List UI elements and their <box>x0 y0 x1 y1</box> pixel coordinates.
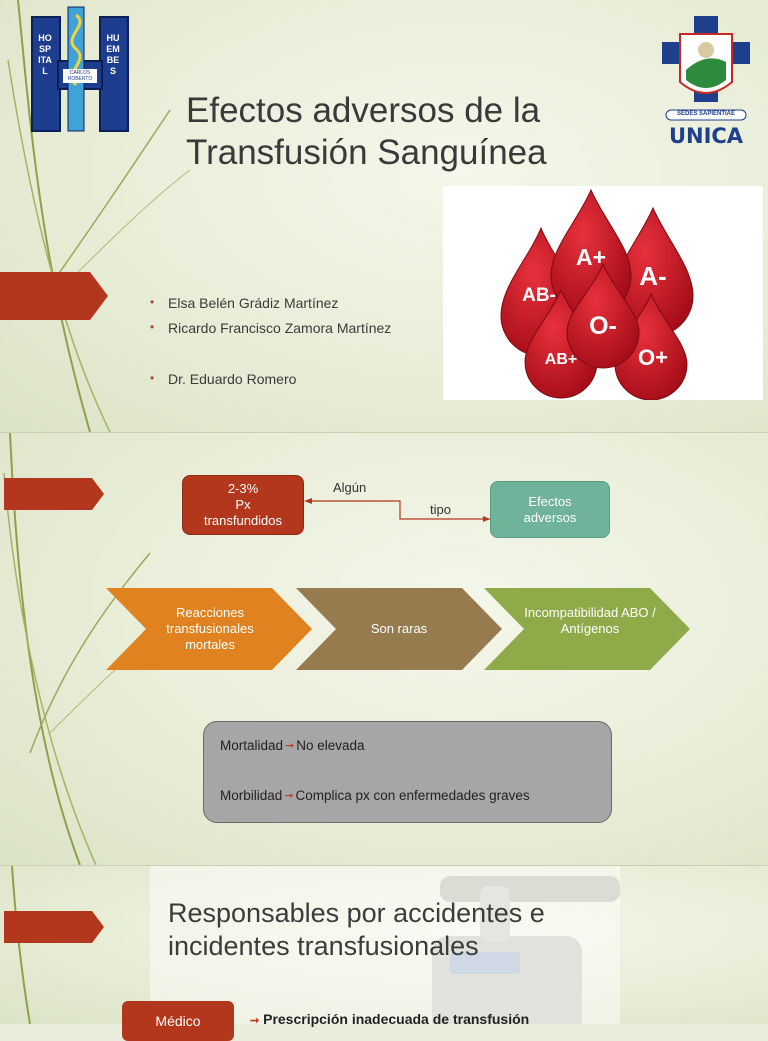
chevron-son-raras-text: Son raras <box>370 621 428 636</box>
mortality-morbidity-box: Mortalidad ➞ No elevada Morbilidad ➞ Com… <box>203 721 612 823</box>
connector-arrow <box>304 498 490 522</box>
iv-pump-illustration <box>432 876 620 1024</box>
unica-university-logo: SEDES SAPIENTIAE UNICA <box>658 12 754 152</box>
slide-3-title: Responsables por accidentes e incidentes… <box>168 897 545 963</box>
chevron-incompatibilidad <box>484 588 690 670</box>
slide-separator <box>0 865 768 866</box>
arrow-right-icon: ➞ <box>250 1015 260 1027</box>
slide-3-title-line-2: incidentes transfusionales <box>168 931 479 961</box>
morbidity-label: Morbilidad <box>220 788 283 803</box>
adverse-effects-line-2: adversos <box>523 509 577 525</box>
hospital-logo-word-left: HOSPITAL <box>38 33 52 76</box>
hospital-logo-word-right: HUEMBES <box>106 33 120 76</box>
arrow-right-icon: ➞ <box>285 740 295 752</box>
blood-drop-o-minus: O- <box>566 262 640 369</box>
svg-text:A+: A+ <box>576 244 606 270</box>
svg-text:A-: A- <box>639 261 666 291</box>
hospital-huembes-logo: HOSPITAL HUEMBES CARLOS ROBERTO <box>30 5 132 132</box>
unica-name: UNICA <box>668 124 744 148</box>
morbidity-line: Morbilidad ➞ Complica px con enfermedade… <box>220 788 530 803</box>
author-list: Elsa Belén Grádiz Martínez Ricardo Franc… <box>150 295 391 396</box>
label-tipo: tipo <box>430 502 451 517</box>
percentage-value: 2-3% <box>227 481 259 496</box>
percentage-box: 2-3% Px transfundidos <box>182 475 304 535</box>
advisor-item: Dr. Eduardo Romero <box>150 371 391 396</box>
prescripcion-text: ➞ Prescripción inadecuada de transfusión <box>250 1011 529 1027</box>
decorative-swirl <box>11 866 31 1024</box>
adverse-effects-box: Efectos adversos <box>490 481 610 538</box>
mortality-label: Mortalidad <box>220 738 284 753</box>
blood-types-image: AB- A- A+ AB+ O+ O- <box>443 186 763 401</box>
slide-title-line-2: Transfusión Sanguínea <box>186 133 547 172</box>
medico-box: Médico <box>122 1001 234 1041</box>
svg-text:O-: O- <box>589 312 617 340</box>
slide-3-title-line-1: Responsables por accidentes e <box>168 898 545 928</box>
label-algun: Algún <box>333 480 367 495</box>
slide-tab-marker <box>4 911 104 943</box>
chevron-reacciones-text: Reacciones transfusionales mortales <box>166 605 254 652</box>
blood-drop-o-plus: O+ <box>614 292 688 401</box>
mortality-line: Mortalidad ➞ No elevada <box>220 738 365 753</box>
percentage-px: Px <box>235 497 251 512</box>
chevron-incompatibilidad-text: Incompatibilidad ABO / Antígenos <box>524 605 656 636</box>
slide-title: Efectos adversos de la Transfusión Sangu… <box>186 90 547 174</box>
hospital-logo-center-text: CARLOS ROBERTO <box>67 70 93 82</box>
author-item: Ricardo Francisco Zamora Martínez <box>150 320 391 345</box>
percentage-transfundidos: transfundidos <box>203 513 283 528</box>
author-item: Elsa Belén Grádiz Martínez <box>150 295 391 320</box>
morbidity-value: Complica px con enfermedades graves <box>295 788 530 803</box>
unica-motto: SEDES SAPIENTIAE <box>676 111 735 117</box>
slide-separator <box>0 432 768 433</box>
slide-title-line-1: Efectos adversos de la <box>186 91 541 130</box>
arrow-right-icon: ➞ <box>284 790 294 802</box>
slide-3 <box>0 866 768 1024</box>
chevron-son-raras <box>296 588 502 670</box>
blood-drop-ab-plus: AB+ <box>524 288 598 399</box>
mortality-value: No elevada <box>296 738 365 753</box>
svg-text:O+: O+ <box>638 345 668 370</box>
slide-1: HOSPITAL HUEMBES CARLOS ROBERTO SEDES SA… <box>0 0 768 432</box>
svg-text:AB-: AB- <box>522 285 556 306</box>
svg-text:AB+: AB+ <box>545 351 577 368</box>
chevron-reacciones <box>106 588 312 670</box>
adverse-effects-line-1: Efectos <box>528 493 572 509</box>
slide-tab-marker <box>0 272 108 320</box>
prescripcion-label: Prescripción inadecuada de transfusión <box>263 1011 530 1027</box>
slide-tab-marker <box>4 478 104 510</box>
background-image-panel <box>150 866 620 1024</box>
